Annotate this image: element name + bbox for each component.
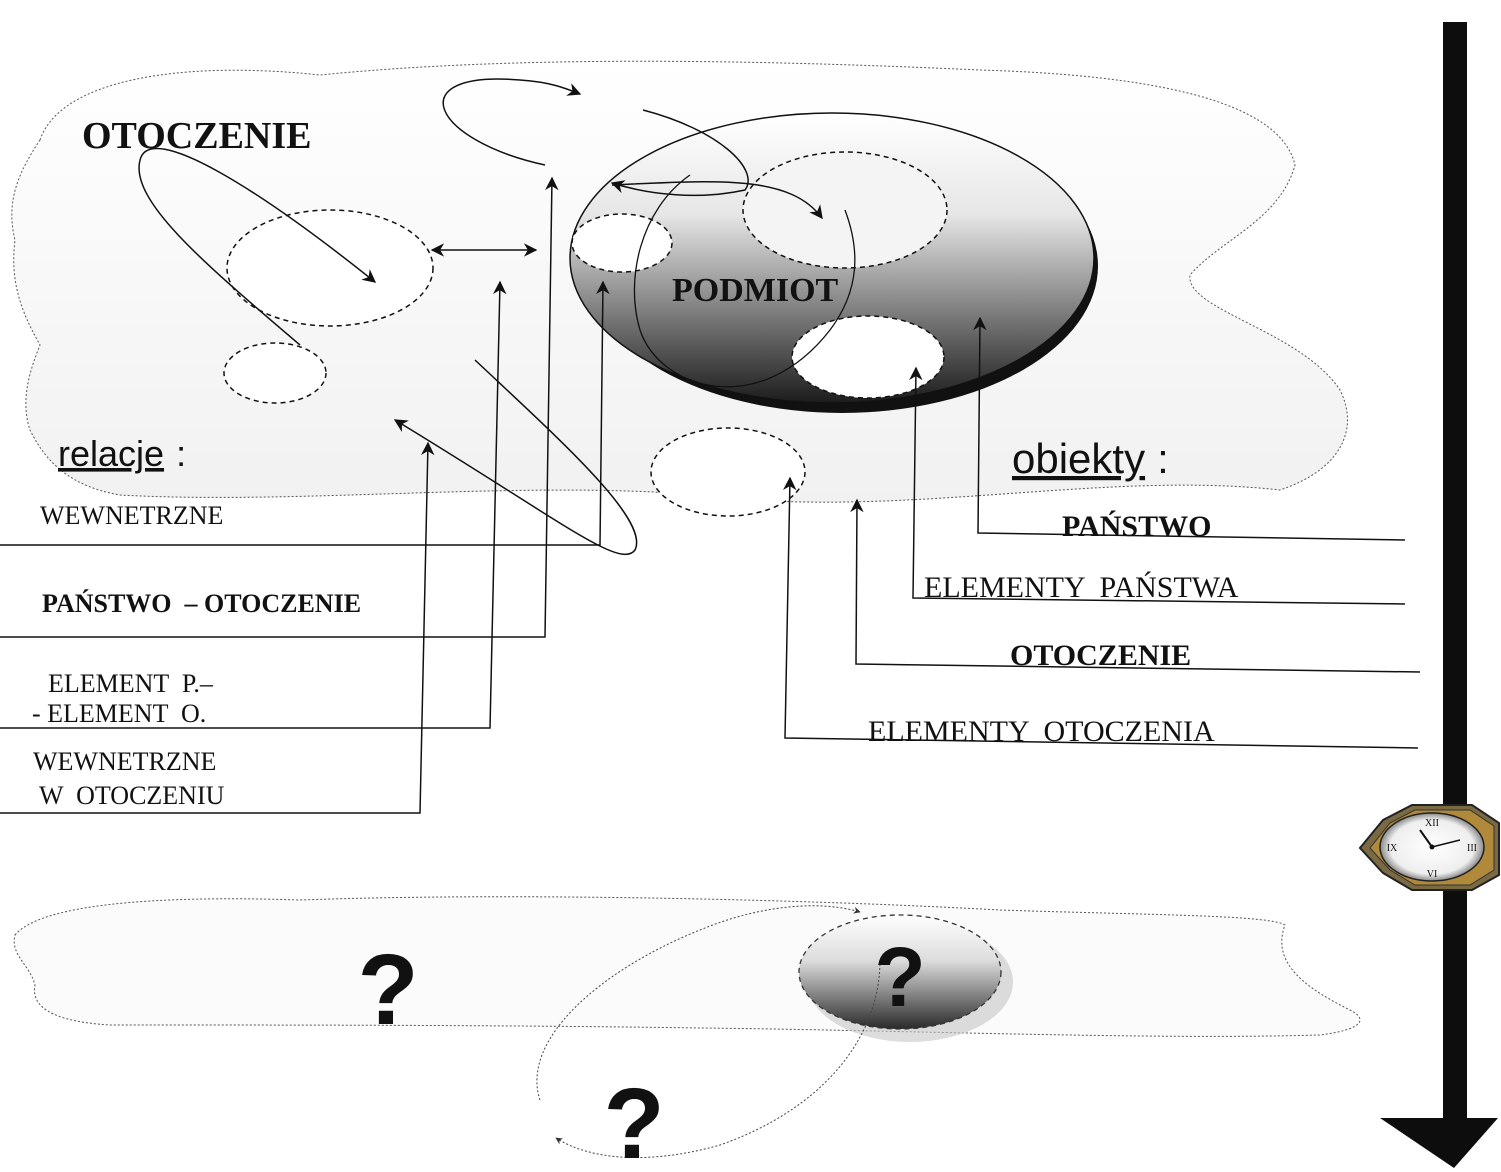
relation-label-internal-environment-line2: W OTOCZENIU	[33, 781, 225, 810]
subject-label: PODMIOT	[672, 272, 839, 309]
clock-numeral-9: IX	[1387, 843, 1398, 854]
relation-element-element-connector	[0, 280, 507, 729]
future-loop	[536, 905, 861, 1101]
relations-heading-word: relacje	[58, 433, 164, 474]
state-element-left	[571, 213, 673, 273]
relation-internal-connector	[0, 280, 610, 546]
object-state-connector	[973, 316, 1406, 541]
top-loop	[442, 78, 582, 166]
down-arrow-icon	[1380, 1118, 1498, 1168]
objects-heading-colon: :	[1157, 435, 1169, 482]
clock-numeral-12: XII	[1425, 818, 1439, 829]
object-label-environment-elements: ELEMENTY OTOCZENIA	[868, 715, 1215, 748]
internal-environment-loop	[138, 147, 377, 346]
future-unknown-ellipse	[798, 914, 1002, 1030]
object-label-state: PAŃSTWO	[1062, 510, 1211, 543]
relation-label-internal: WEWNETRZNE	[40, 501, 223, 530]
object-label-state-elements: ELEMENTY PAŃSTWA	[924, 571, 1239, 604]
state-internal-arrow	[611, 181, 823, 220]
objects-heading: obiekty:	[1012, 435, 1169, 482]
unknown-mark-right: ?	[874, 930, 925, 1024]
relation-state-environment-connector	[0, 176, 559, 638]
relation-label-element-element-line1: ELEMENT P.–	[48, 669, 214, 698]
relation-internal-environment-connector	[0, 441, 435, 814]
relation-label-internal-environment-line1: WEWNETRZNE	[33, 747, 216, 776]
state-element-bottom	[791, 315, 945, 399]
environment-element-large	[226, 209, 434, 327]
objects-heading-word: obiekty	[1012, 435, 1145, 482]
clock-numeral-6: VI	[1427, 869, 1438, 880]
environment-element-small	[223, 342, 327, 404]
object-environment-elements-connector	[783, 476, 1419, 749]
state-crossing-curve	[633, 174, 856, 388]
environment-subject-loop	[393, 359, 638, 556]
state-environment-loop	[610, 109, 749, 197]
object-label-environment: OTOCZENIE	[1010, 639, 1191, 672]
future-environment-cloud	[13, 896, 1361, 1037]
relations-heading-colon: :	[176, 433, 186, 474]
object-environment-connector	[850, 498, 1421, 673]
clock-numeral-3: III	[1467, 843, 1477, 854]
unknown-mark-left: ?	[357, 934, 418, 1046]
relation-label-state-environment: PAŃSTWO – OTOCZENIE	[42, 589, 361, 618]
timeline-shaft	[1443, 22, 1467, 1122]
relation-label-element-element-line2: - ELEMENT O.	[32, 699, 206, 728]
environment-title: OTOCZENIE	[82, 115, 311, 157]
unknown-mark-bottom: ?	[603, 1068, 664, 1172]
relations-heading: relacje:	[58, 433, 186, 474]
clock-icon: XII III VI IX	[1358, 804, 1500, 891]
environment-element-lower	[650, 427, 806, 517]
object-state-elements-connector	[909, 366, 1406, 605]
